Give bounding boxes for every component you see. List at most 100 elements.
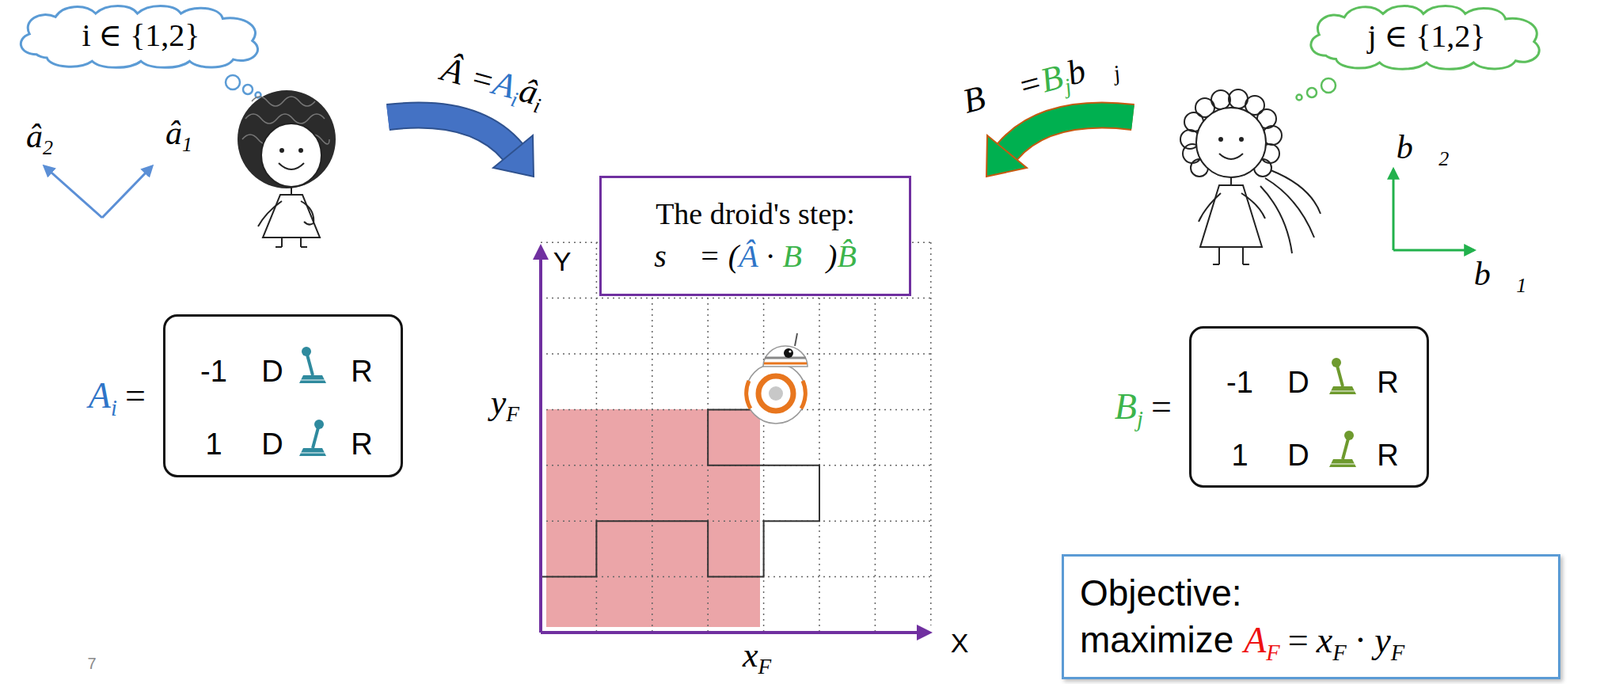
signal-formula: B⃗ = bbox=[958, 61, 1048, 123]
step-formula: ) bbox=[826, 237, 837, 276]
basis-vector-label: 1 bbox=[1516, 273, 1527, 298]
basis-vector bbox=[1393, 249, 1475, 252]
joystick-icon bbox=[299, 346, 327, 457]
lever-option: -1 bbox=[190, 353, 238, 391]
axis-label-group: Y bbox=[551, 245, 574, 278]
girl-figure bbox=[300, 201, 314, 225]
objective-formula: y bbox=[1374, 618, 1391, 662]
joystick-icon bbox=[314, 419, 324, 430]
girl-figure bbox=[1265, 178, 1315, 238]
joystick-icon bbox=[307, 354, 313, 376]
box-title-group: Objective: bbox=[1079, 571, 1243, 616]
axis-label-group: X bbox=[948, 627, 972, 660]
girl-figure bbox=[1198, 193, 1221, 222]
basis-vector-label-group: b⃗1 bbox=[1474, 254, 1528, 294]
grid-line bbox=[818, 242, 821, 633]
objective-formula: maximize bbox=[1079, 618, 1234, 662]
lever-option-group: 1DR bbox=[1216, 436, 1403, 476]
joystick-icon bbox=[299, 448, 327, 457]
matrix-label: B bbox=[1114, 384, 1137, 429]
page-number: 7 bbox=[87, 653, 96, 673]
step-formula: · bbox=[764, 237, 776, 276]
droid bbox=[763, 362, 807, 365]
thought-bubble bbox=[1296, 78, 1337, 101]
thought-cloud: j ∈ {1,2} bbox=[1300, 1, 1553, 72]
thought-text: i ∈ {1,2} bbox=[81, 16, 200, 55]
matrix-label: A bbox=[88, 373, 111, 418]
grid-line bbox=[540, 242, 932, 633]
basis-vector-label-group: â2 bbox=[26, 116, 54, 156]
girl-figure bbox=[1200, 185, 1262, 248]
objective-formula: F bbox=[1390, 639, 1405, 667]
basis-vector bbox=[102, 166, 153, 218]
basis-vector-label: â bbox=[165, 113, 183, 153]
basis-vector-label-group: b⃗2 bbox=[1396, 127, 1450, 168]
axis bbox=[540, 247, 930, 633]
girl-figure bbox=[278, 163, 305, 170]
box-title: Objective: bbox=[1079, 571, 1243, 616]
objective-formula: = bbox=[1288, 618, 1309, 662]
lever-option-group: -1DR bbox=[1216, 363, 1403, 403]
girl-figure bbox=[1212, 263, 1220, 266]
joystick-icon bbox=[1344, 430, 1354, 441]
step-formula-group: s⃗ = (Â·B⃗)B̂ bbox=[653, 237, 857, 276]
grid-line bbox=[540, 353, 932, 355]
droid bbox=[801, 380, 806, 409]
curved-arrow bbox=[986, 135, 1027, 177]
grid-line bbox=[540, 297, 932, 300]
girl-figure bbox=[275, 246, 282, 248]
thought-text: j ∈ {1,2} bbox=[1367, 17, 1486, 56]
joystick-icon bbox=[299, 375, 327, 384]
joystick-icon bbox=[312, 427, 319, 449]
area-fill bbox=[546, 409, 761, 628]
lever-option: R bbox=[1373, 364, 1403, 402]
final-coordinate-label: F bbox=[757, 653, 772, 681]
lever-option: 1 bbox=[190, 426, 238, 464]
thought-text-group: i ∈ {1,2} bbox=[81, 16, 200, 55]
girl-figure bbox=[1196, 107, 1266, 178]
signal-formula: b⃗ bbox=[1062, 43, 1117, 96]
thought-bubble bbox=[225, 75, 240, 90]
basis-vector-label: â bbox=[26, 116, 43, 156]
girl-figure bbox=[1230, 177, 1232, 186]
basis-vector-label: 2 bbox=[1438, 146, 1449, 172]
droid bbox=[768, 386, 783, 401]
matrix-label: = bbox=[125, 373, 146, 418]
girl-figure bbox=[1211, 90, 1231, 110]
lever-option-group: 1DR bbox=[190, 425, 377, 465]
girl-figure bbox=[1238, 136, 1244, 142]
basis-vector-label: b⃗ bbox=[1396, 127, 1440, 168]
final-coordinate-label: x bbox=[742, 634, 759, 677]
axis-label: Y bbox=[551, 245, 574, 278]
objective-formula: A bbox=[1243, 618, 1266, 662]
joystick-icon bbox=[1329, 459, 1357, 468]
basis-vector bbox=[1392, 169, 1395, 251]
lever-table: Bj=-1DR1DR bbox=[1189, 326, 1429, 488]
objective-formula: F bbox=[1332, 639, 1346, 667]
basis-vector bbox=[44, 166, 103, 218]
thought-bubble bbox=[1321, 78, 1336, 93]
lever-option: D bbox=[258, 353, 287, 391]
lever-option: R bbox=[347, 353, 377, 391]
droid bbox=[745, 363, 806, 424]
girl-figure bbox=[1241, 193, 1266, 219]
area-fill bbox=[546, 409, 761, 628]
matrix-label: = bbox=[1151, 384, 1172, 429]
step-formula: s⃗ = ( bbox=[653, 237, 739, 276]
joystick-icon bbox=[299, 419, 327, 457]
matrix-label: j bbox=[1136, 406, 1144, 434]
joystick-icon bbox=[1330, 463, 1355, 465]
droid bbox=[745, 333, 808, 424]
girl-figure bbox=[1218, 136, 1224, 142]
objective-formula: x bbox=[1316, 618, 1333, 662]
curved-arrow bbox=[387, 115, 514, 153]
objective-formula: F bbox=[1265, 639, 1280, 667]
grid-line bbox=[651, 242, 654, 633]
joystick-icon bbox=[1331, 357, 1342, 368]
joystick-icon bbox=[1337, 365, 1343, 387]
girl-figure bbox=[262, 194, 320, 238]
curved-arrow bbox=[1007, 115, 1133, 153]
girl-figure bbox=[258, 201, 282, 227]
objective-formula: · bbox=[1354, 618, 1367, 662]
